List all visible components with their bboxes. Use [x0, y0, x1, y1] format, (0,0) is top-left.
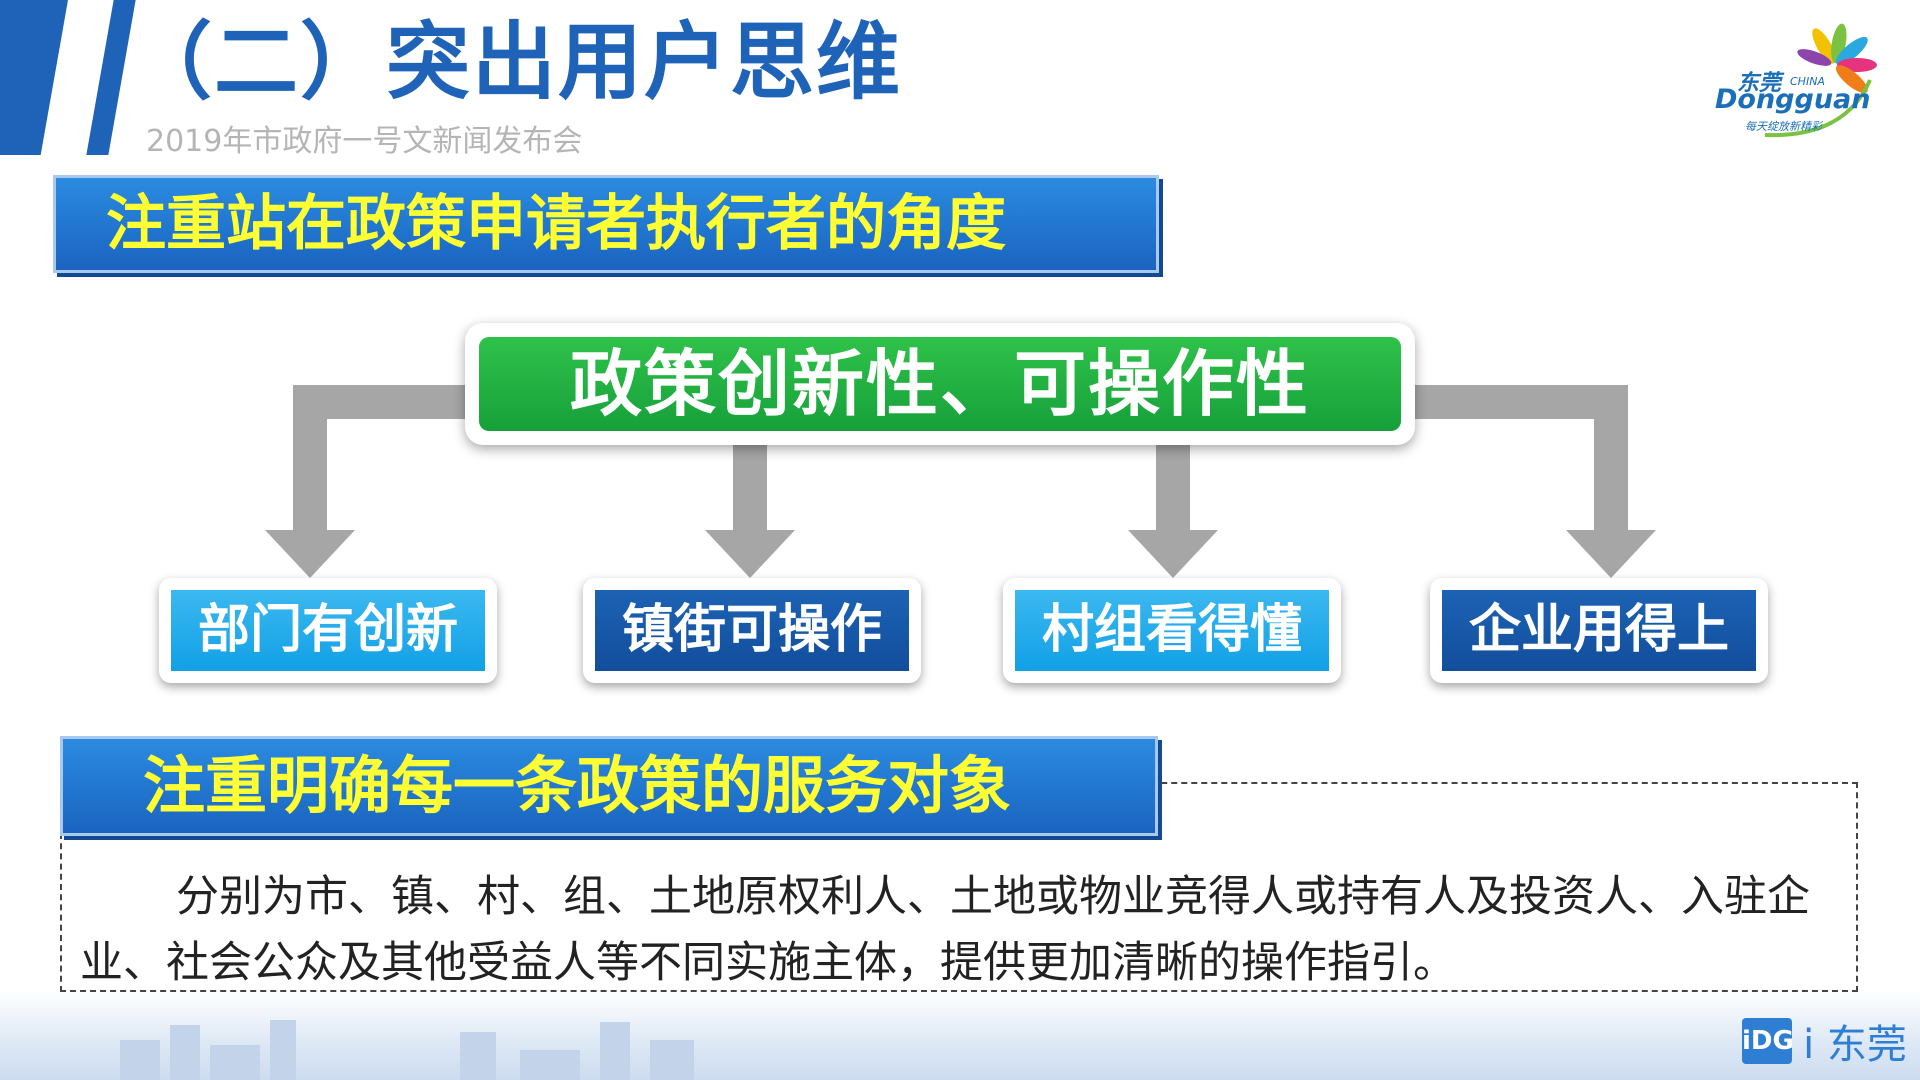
sub-box-enterprises: 企业用得上: [1442, 590, 1756, 671]
page-title: （二）突出用户思维: [128, 13, 903, 111]
arrow-head-inner-right: [1128, 530, 1218, 578]
arrow-head-inner-left: [705, 530, 795, 578]
arrow-connector-inner-left: [733, 445, 767, 533]
section-banner-text: 注重明确每一条政策的服务对象: [143, 749, 1012, 822]
footer-brand-text: i 东莞: [1803, 1022, 1907, 1068]
logo-chinese: 东莞: [1737, 71, 1782, 96]
logo-english: Dongguan: [1715, 84, 1871, 115]
arrow-connector-right-horizontal: [1408, 385, 1628, 419]
arrow-head-right: [1566, 530, 1656, 578]
section-banner-text: 注重站在政策申请者执行者的角度: [106, 189, 1006, 259]
logo-china: CHINA: [1790, 75, 1825, 88]
sub-box-departments: 部门有创新: [171, 590, 485, 671]
arrow-connector-right-vertical: [1594, 385, 1628, 533]
idg-mark-icon: iDG: [1742, 1018, 1794, 1064]
i-dongguan-logo: iDG i 东莞: [1742, 1012, 1907, 1068]
dongguan-logo: 东莞 CHINA Dongguan 每天绽放新精彩: [1705, 20, 1905, 145]
skyline-decoration: [0, 990, 1920, 1080]
arrow-connector-inner-right: [1156, 445, 1190, 533]
center-concept-box: 政策创新性、可操作性: [479, 337, 1401, 431]
page-subtitle: 2019年市政府一号文新闻发布会: [146, 124, 583, 159]
arrow-connector-left-vertical: [293, 385, 327, 533]
section-banner-user-perspective: 注重站在政策申请者执行者的角度: [53, 175, 1159, 273]
logo-slogan: 每天绽放新精彩: [1745, 120, 1822, 133]
sub-box-villages: 村组看得懂: [1015, 590, 1329, 671]
section-banner-service-target: 注重明确每一条政策的服务对象: [60, 736, 1158, 836]
flower-logo-icon: [1764, 23, 1877, 138]
service-target-text: 分别为市、镇、村、组、土地原权利人、土地或物业竞得人或持有人及投资人、入驻企业、…: [80, 872, 1810, 988]
arrow-head-left: [265, 530, 355, 578]
sub-box-towns: 镇街可操作: [595, 590, 909, 671]
